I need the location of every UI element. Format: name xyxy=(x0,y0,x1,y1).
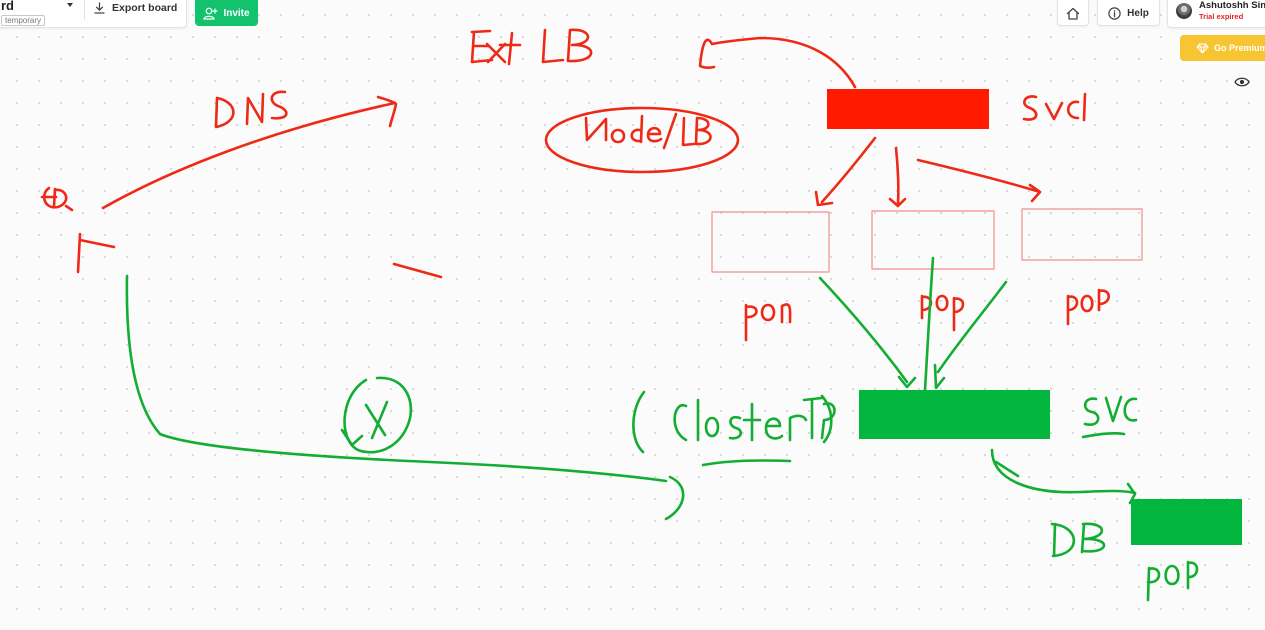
svc1-to-pod1-arrow xyxy=(814,136,877,207)
user-name: Ashutoshh Singh xyxy=(1199,0,1265,11)
handwritten-svc xyxy=(1081,395,1138,439)
add-user-icon xyxy=(203,7,219,20)
pod-box-1 xyxy=(711,211,830,273)
pod2-to-svc-line xyxy=(923,256,935,392)
handwritten-db-pod xyxy=(1146,560,1199,602)
handwritten-db xyxy=(1050,522,1106,558)
node-lb-ellipse xyxy=(544,106,740,174)
crossed-x-mark xyxy=(340,376,413,454)
handwritten-pod-1 xyxy=(744,303,792,342)
svc1-to-pod3-arrow xyxy=(916,158,1042,203)
dns-arrow xyxy=(101,95,398,210)
board-toolbar: rd temporary Export board xyxy=(0,0,187,28)
export-board-label: Export board xyxy=(112,2,178,14)
pod1-to-svc-line xyxy=(818,276,917,389)
user-account-menu[interactable]: Ashutoshh Singh Trial expired xyxy=(1167,0,1265,28)
home-icon xyxy=(1066,7,1080,20)
download-icon xyxy=(94,2,105,14)
toolbar-divider xyxy=(84,0,85,20)
invite-label: Invite xyxy=(223,7,250,19)
cluster-svc-box xyxy=(859,390,1050,439)
home-button[interactable] xyxy=(1057,0,1089,26)
bracket-mark xyxy=(664,475,685,521)
board-menu-caret-icon[interactable] xyxy=(67,3,73,7)
user-to-clusterip-curve xyxy=(125,274,668,483)
go-premium-button[interactable]: Go Premium xyxy=(1180,35,1265,61)
pod3-to-svc-line xyxy=(933,280,1008,390)
svc1-to-extlb-arrow xyxy=(698,36,857,89)
svc1-service-box xyxy=(827,89,989,129)
eye-icon[interactable] xyxy=(1234,76,1250,88)
svc-tick-mark xyxy=(994,460,1020,478)
trial-status: Trial expired xyxy=(1199,12,1244,21)
info-icon xyxy=(1108,6,1121,20)
handwritten-ext-lb xyxy=(470,28,593,66)
board-name[interactable]: rd xyxy=(1,0,14,13)
diamond-icon xyxy=(1196,43,1209,53)
go-premium-label: Go Premium xyxy=(1214,43,1265,53)
svc-to-db-arrow xyxy=(990,448,1137,505)
svc1-to-pod2-arrow xyxy=(888,146,907,208)
avatar xyxy=(1176,3,1192,19)
handwritten-dns xyxy=(214,90,288,129)
db-pod-box xyxy=(1131,499,1242,545)
stray-stroke xyxy=(392,262,443,279)
temporary-badge: temporary xyxy=(1,15,46,26)
invite-button[interactable]: Invite xyxy=(195,0,258,26)
user-figure xyxy=(40,186,116,274)
handwritten-node-lb xyxy=(584,112,712,150)
pod-box-3 xyxy=(1021,208,1143,261)
handwritten-svc1 xyxy=(1022,92,1087,122)
handwritten-pod-3 xyxy=(1066,288,1111,326)
handwritten-cluster-ip xyxy=(632,390,836,467)
help-button[interactable]: Help xyxy=(1097,0,1160,26)
export-board-button[interactable]: Export board xyxy=(94,0,177,19)
help-label: Help xyxy=(1127,7,1149,19)
